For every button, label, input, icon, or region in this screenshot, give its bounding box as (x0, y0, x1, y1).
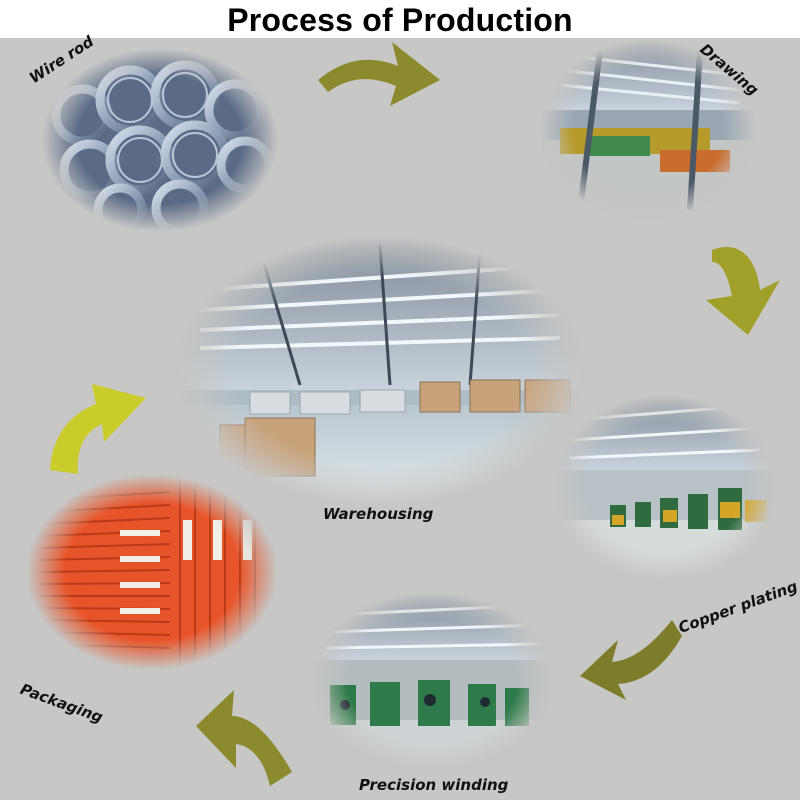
copper-plating-image (553, 395, 777, 580)
arrow-drawing-to-copper (706, 247, 780, 335)
drawing-image (540, 40, 756, 220)
arrow-packaging-to-warehousing (50, 384, 146, 474)
packaging-image (27, 474, 277, 670)
wire-rod-image (42, 48, 278, 237)
arrow-winding-to-packaging (196, 690, 292, 786)
precision-winding-image (310, 592, 554, 770)
arrow-wire-to-drawing (318, 42, 440, 106)
label-precision-winding: Precision winding (359, 776, 509, 794)
label-warehousing: Warehousing (323, 505, 434, 523)
page-title: Process of Production (227, 2, 573, 38)
warehousing-image (175, 236, 585, 505)
arrow-copper-to-winding (580, 620, 682, 700)
